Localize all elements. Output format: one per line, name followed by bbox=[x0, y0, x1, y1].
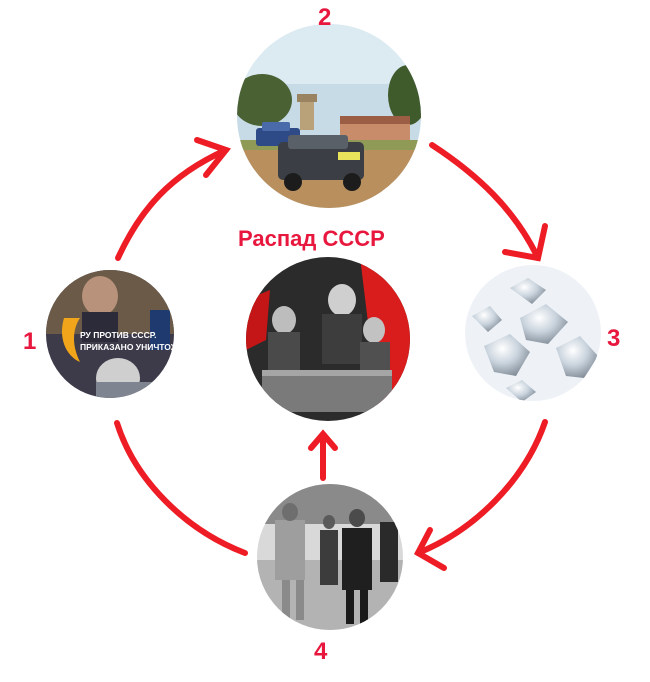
arc-4-to-1 bbox=[114, 420, 248, 556]
arrow-4-to-center bbox=[308, 429, 338, 481]
arrow-1-to-2 bbox=[115, 137, 232, 261]
node-label-4: 4 bbox=[314, 638, 328, 665]
arrow-3-to-4 bbox=[414, 419, 548, 571]
arrow-2-to-3 bbox=[429, 142, 548, 262]
node-photo-3 bbox=[465, 265, 601, 401]
caption-line-2: ПРИКАЗАНО УНИЧТОЖИТЬ bbox=[80, 342, 196, 352]
center-photo bbox=[246, 257, 410, 421]
diagram-title: Распад СССР bbox=[238, 226, 385, 251]
node-photo-2 bbox=[237, 24, 421, 208]
node-label-1: 1 bbox=[23, 328, 37, 355]
caption-line-1: РУ ПРОТИВ СССР. bbox=[80, 330, 156, 340]
node-label-3: 3 bbox=[607, 325, 621, 352]
node-photo-1: РУ ПРОТИВ СССР. ПРИКАЗАНО УНИЧТОЖИТЬ bbox=[46, 270, 196, 398]
node-label-2: 2 bbox=[318, 4, 332, 31]
node-photo-4 bbox=[257, 484, 403, 630]
